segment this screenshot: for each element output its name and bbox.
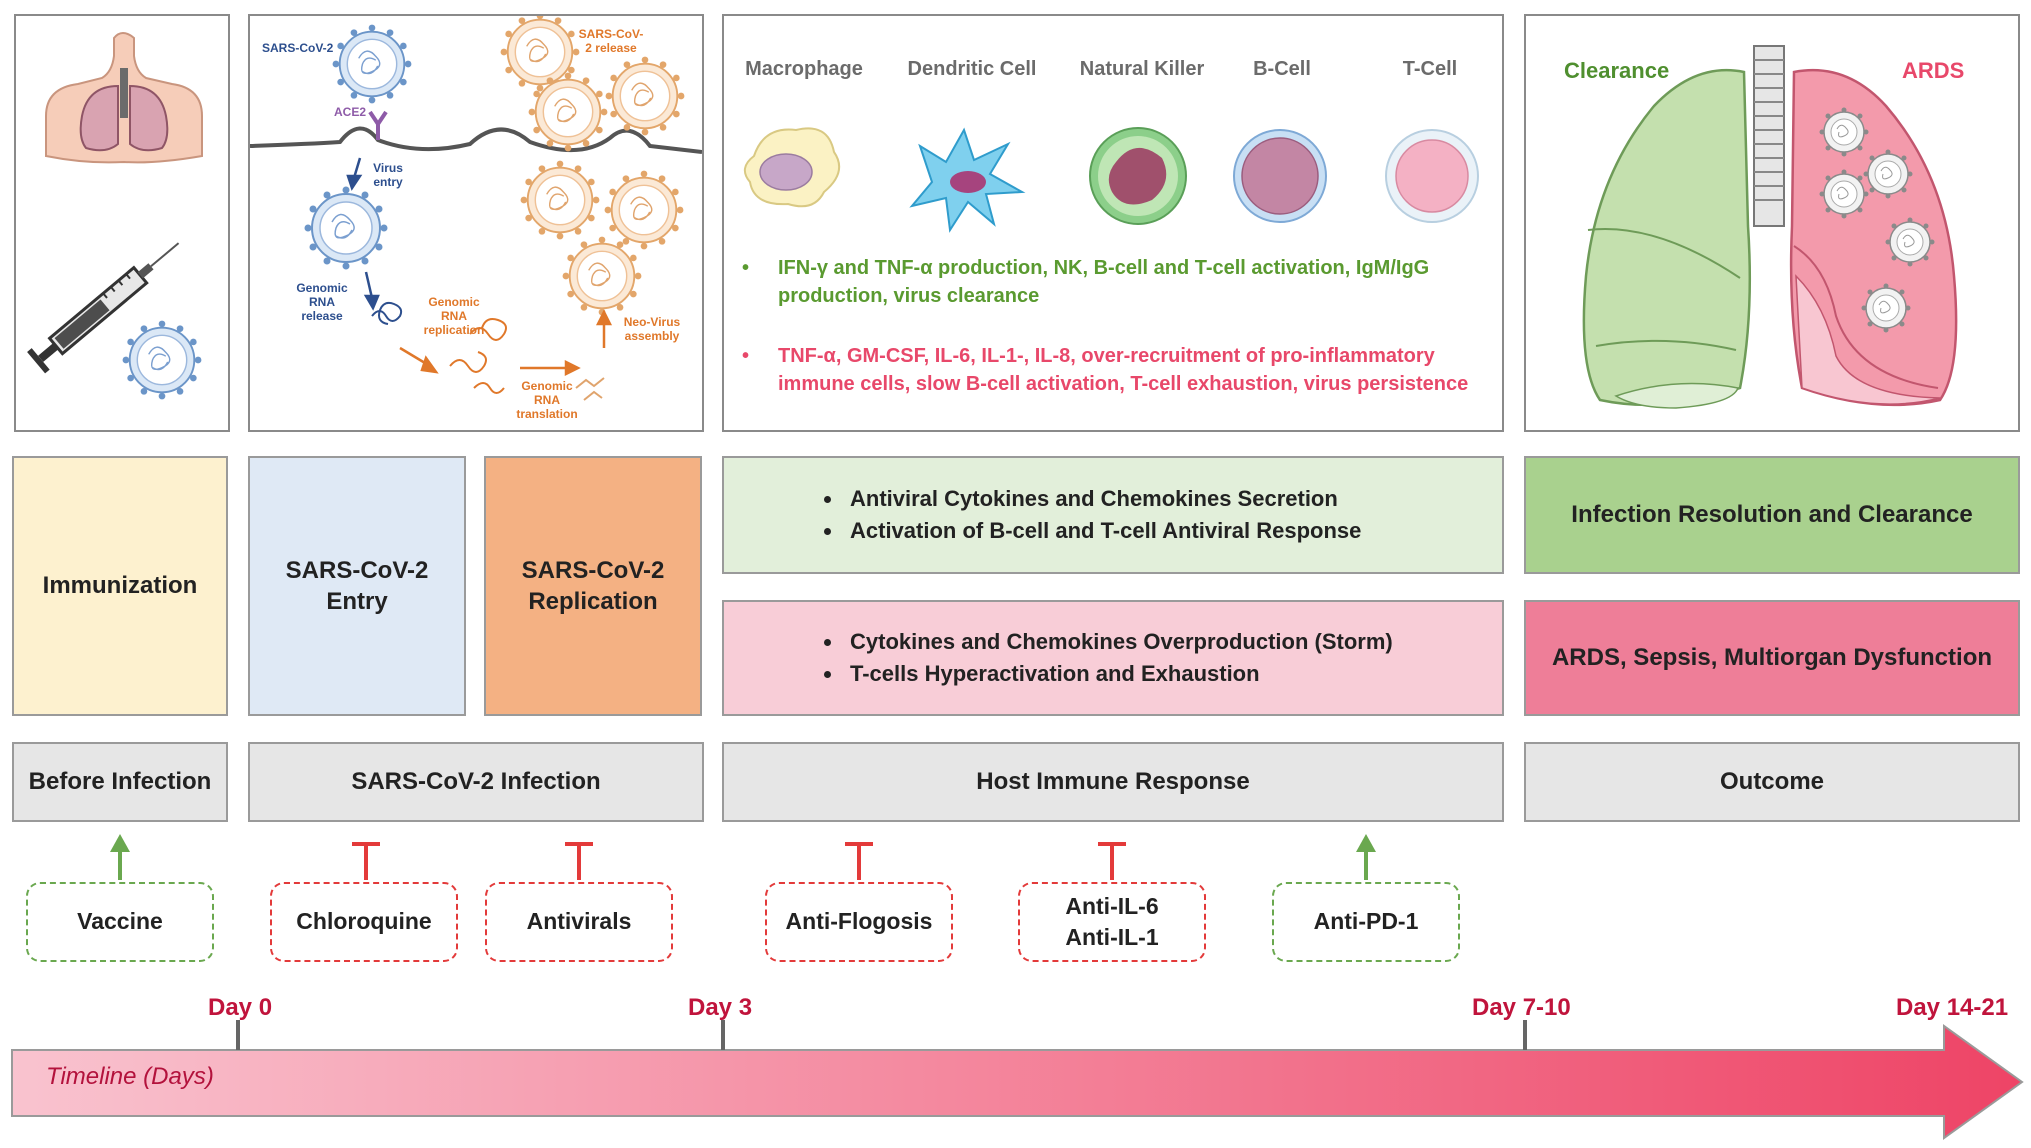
entry-label: SARS-CoV-2 Entry: [285, 556, 429, 615]
ards-lung-icon: [1789, 68, 1958, 407]
body-vaccine-illustration: [27, 32, 203, 401]
drug-chloroquine: Chloroquine: [270, 882, 458, 962]
entry-box: SARS-CoV-2 Entry: [248, 456, 466, 716]
drug-anti-il-label: Anti-IL-6 Anti-IL-1: [1065, 892, 1159, 950]
syringe-icon: [27, 242, 180, 374]
storm-bullet-1: Cytokines and Chemokines Overproduction …: [844, 626, 1393, 658]
vaccination-panel: [14, 14, 230, 432]
good-response-text: • IFN-γ and TNF-α production, NK, B-cell…: [742, 254, 1482, 310]
promote-arrow-icon: [1356, 834, 1376, 880]
natural-killer-label: Natural Killer: [1079, 58, 1205, 80]
day-7-10-tick: [1523, 1020, 1527, 1050]
promote-arrow-icon: [110, 834, 130, 880]
b-cell-label: B-Cell: [1253, 58, 1311, 80]
day-0-label: Day 0: [208, 994, 273, 1021]
phase-outcome-label: Outcome: [1719, 768, 1824, 796]
day-3-label: Day 3: [688, 994, 753, 1021]
drug-vaccine-label: Vaccine: [77, 908, 163, 935]
inhibit-bar-icon: [1098, 842, 1126, 880]
cell-membrane: [250, 126, 702, 154]
dendritic-cell-label: Dendritic Cell: [907, 58, 1037, 80]
neo-virus-assembly-label: Neo-Virus assembly: [623, 315, 681, 343]
resolution-box: Infection Resolution and Clearance: [1524, 456, 2020, 574]
inhibit-bar-icon: [352, 842, 380, 880]
ards-outcome-box: ARDS, Sepsis, Multiorgan Dysfunction: [1524, 600, 2020, 716]
b-cell-icon: [1233, 129, 1327, 223]
day-7-10-label: Day 7-10: [1472, 994, 1571, 1021]
bad-response-text: • TNF-α, GM-CSF, IL-6, IL-1-, IL-8, over…: [742, 342, 1482, 398]
phase-outcome: Outcome: [1524, 742, 2020, 822]
phase-infection-label: SARS-CoV-2 Infection: [351, 768, 601, 796]
drug-vaccine: Vaccine: [26, 882, 214, 962]
day-14-21-label: Day 14-21: [1896, 994, 2009, 1021]
immunization-box: Immunization: [12, 456, 228, 716]
phase-host-immune-response: Host Immune Response: [722, 742, 1504, 822]
phase-infection: SARS-CoV-2 Infection: [248, 742, 704, 822]
immune-cells-illustration: [743, 127, 1479, 233]
day-0-tick: [236, 1020, 240, 1050]
macrophage-icon: [743, 127, 841, 208]
drug-antivirals-label: Antivirals: [526, 908, 632, 935]
day-3-tick: [721, 1020, 725, 1050]
phase-before-infection: Before Infection: [12, 742, 228, 822]
lungs-outcome-panel: Clearance ARDS: [1524, 14, 2020, 432]
drug-anti-flogosis: Anti-Flogosis: [765, 882, 953, 962]
lungs-illustration: [1582, 45, 1958, 409]
macrophage-label: Macrophage: [745, 58, 863, 80]
immune-cells-panel: Macrophage Dendritic Cell Natural Killer…: [722, 14, 1504, 432]
ards-outcome-label: ARDS, Sepsis, Multiorgan Dysfunction: [1551, 644, 1993, 672]
genomic-rna-replication-label: Genomic RNA replication: [423, 295, 485, 337]
antiviral-bullet-2: Activation of B-cell and T-cell Antivira…: [844, 515, 1361, 547]
vaccine-virion-icon: [121, 319, 203, 401]
replication-label: SARS-CoV-2 Replication: [521, 556, 665, 615]
phase-host-immune-response-label: Host Immune Response: [976, 768, 1250, 796]
ace2-receptor-icon: [368, 110, 388, 140]
immunization-label: Immunization: [42, 572, 198, 600]
dendritic-cell-icon: [909, 127, 1026, 233]
genomic-rna-translation-label: Genomic RNA translation: [516, 379, 578, 421]
virus-cycle-panel: SARS-CoV-2 ACE2 Virus entry Genomic RNA …: [248, 14, 704, 432]
drug-anti-flogosis-label: Anti-Flogosis: [785, 908, 933, 935]
antiviral-response-box: Antiviral Cytokines and Chemokines Secre…: [722, 456, 1504, 574]
timeline-label: Timeline (Days): [46, 1063, 214, 1090]
storm-bullet-2: T-cells Hyperactivation and Exhaustion: [844, 658, 1393, 690]
drug-anti-pd-1-label: Anti-PD-1: [1313, 908, 1419, 935]
phase-before-infection-label: Before Infection: [28, 768, 212, 796]
trachea-shape: [120, 68, 128, 118]
antiviral-bullet-1: Antiviral Cytokines and Chemokines Secre…: [844, 483, 1361, 515]
left-lung-shape: [79, 84, 119, 152]
t-cell-label: T-Cell: [1402, 58, 1458, 80]
resolution-label: Infection Resolution and Clearance: [1571, 501, 1973, 529]
ace2-label: ACE2: [334, 105, 367, 119]
clearance-lung-icon: [1582, 68, 1752, 409]
virus-entry-label: Virus entry: [373, 161, 403, 189]
cytokine-storm-box: Cytokines and Chemokines Overproduction …: [722, 600, 1504, 716]
bad-response-label: TNF-α, GM-CSF, IL-6, IL-1-, IL-8, over-r…: [778, 345, 1469, 395]
trachea-icon: [1753, 45, 1785, 227]
virus-cycle-illustration: [250, 16, 702, 401]
drug-anti-il: Anti-IL-6 Anti-IL-1: [1018, 882, 1206, 962]
timeline-arrow: [11, 1020, 2024, 1140]
sars-cov-2-label: SARS-CoV-2: [262, 41, 334, 55]
good-response-label: IFN-γ and TNF-α production, NK, B-cell a…: [778, 257, 1430, 307]
inhibit-bar-icon: [565, 842, 593, 880]
natural-killer-icon: [1089, 127, 1187, 225]
replication-box: SARS-CoV-2 Replication: [484, 456, 702, 716]
inhibit-bar-icon: [845, 842, 873, 880]
clearance-label: Clearance: [1564, 58, 1670, 83]
right-lung-shape: [129, 84, 169, 152]
genomic-rna-release-label: Genomic RNA release: [296, 281, 348, 323]
drug-chloroquine-label: Chloroquine: [296, 908, 432, 935]
drug-antivirals: Antivirals: [485, 882, 673, 962]
ards-label: ARDS: [1902, 58, 1965, 83]
t-cell-icon: [1385, 129, 1479, 223]
drug-effect-markers: [110, 834, 1376, 880]
drug-anti-pd-1: Anti-PD-1: [1272, 882, 1460, 962]
sars-cov-2-release-label: SARS-CoV-2 release: [578, 27, 644, 55]
